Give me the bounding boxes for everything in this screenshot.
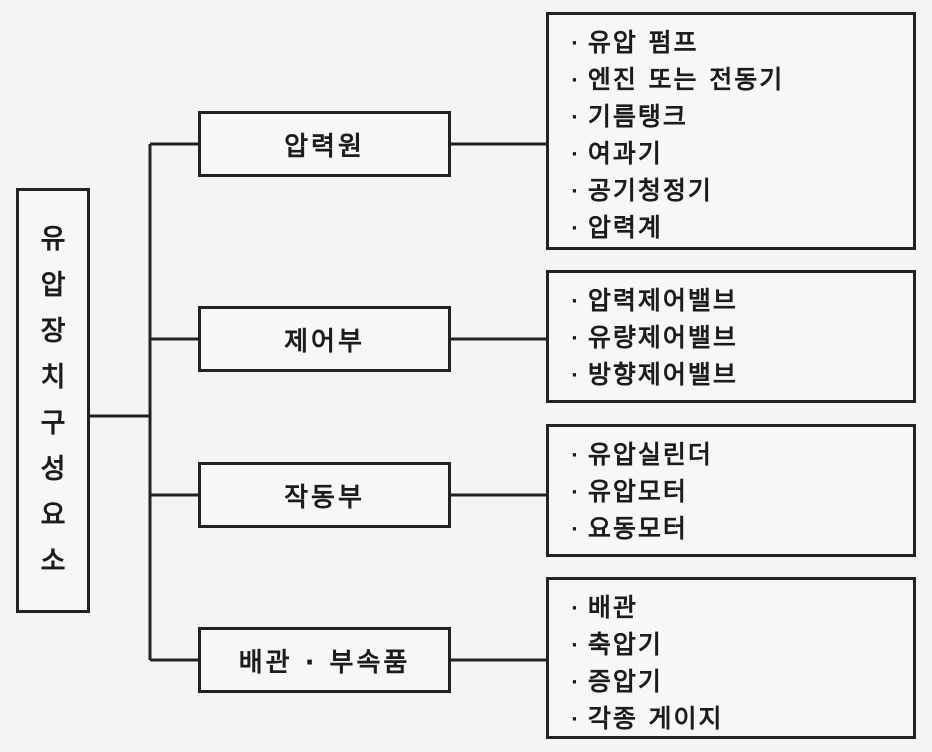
root-char: 장	[41, 309, 66, 355]
bullet-icon: ·	[571, 672, 580, 693]
root-char: 소	[41, 539, 66, 585]
category-label: 제어부	[284, 321, 365, 358]
list-item: ·유량제어밸브	[571, 320, 913, 357]
root-char: 요	[41, 493, 66, 539]
list-item: ·여과기	[571, 136, 913, 173]
category-box-pressure-source: 압력원	[198, 111, 451, 177]
category-box-control: 제어부	[198, 306, 451, 372]
list-item: ·유압모터	[571, 474, 913, 511]
bullet-icon: ·	[571, 519, 580, 540]
list-item: ·기름탱크	[571, 99, 913, 136]
item-box-piping-accessories: ·배관 ·축압기 ·증압기 ·각종 게이지	[546, 577, 916, 739]
root-box: 유 압 장 치 구 성 요 소	[16, 188, 90, 613]
list-item: ·유압실린더	[571, 437, 913, 474]
root-char: 유	[41, 217, 66, 263]
category-label: 압력원	[284, 126, 365, 163]
category-label: 배관 · 부속품	[239, 642, 411, 679]
bullet-icon: ·	[571, 482, 580, 503]
bullet-icon: ·	[571, 291, 580, 312]
bullet-icon: ·	[571, 181, 580, 202]
item-box-control: ·압력제어밸브 ·유량제어밸브 ·방향제어밸브	[546, 270, 916, 403]
list-item: ·압력계	[571, 210, 913, 247]
category-box-piping-accessories: 배관 · 부속품	[198, 627, 451, 693]
root-char: 압	[41, 263, 66, 309]
bullet-icon: ·	[571, 709, 580, 730]
bullet-icon: ·	[571, 70, 580, 91]
root-char: 구	[41, 401, 66, 447]
item-box-pressure-source: ·유압 펌프 ·엔진 또는 전동기 ·기름탱크 ·여과기 ·공기청정기 ·압력계	[546, 12, 916, 250]
bullet-icon: ·	[571, 328, 580, 349]
bullet-icon: ·	[571, 445, 580, 466]
bullet-icon: ·	[571, 598, 580, 619]
list-item: ·압력제어밸브	[571, 283, 913, 320]
item-box-actuator: ·유압실린더 ·유압모터 ·요동모터	[546, 424, 916, 557]
category-label: 작동부	[284, 477, 365, 514]
category-box-actuator: 작동부	[198, 462, 451, 528]
list-item: ·증압기	[571, 664, 913, 701]
list-item: ·유압 펌프	[571, 25, 913, 62]
list-item: ·방향제어밸브	[571, 357, 913, 394]
list-item: ·축압기	[571, 627, 913, 664]
bullet-icon: ·	[571, 107, 580, 128]
bullet-icon: ·	[571, 365, 580, 386]
list-item: ·각종 게이지	[571, 701, 913, 738]
root-char: 성	[41, 447, 66, 493]
list-item: ·공기청정기	[571, 173, 913, 210]
bullet-icon: ·	[571, 218, 580, 239]
list-item: ·배관	[571, 590, 913, 627]
bullet-icon: ·	[571, 144, 580, 165]
root-char: 치	[41, 355, 66, 401]
list-item: ·요동모터	[571, 511, 913, 548]
bullet-icon: ·	[571, 635, 580, 656]
list-item: ·엔진 또는 전동기	[571, 62, 913, 99]
bullet-icon: ·	[571, 33, 580, 54]
